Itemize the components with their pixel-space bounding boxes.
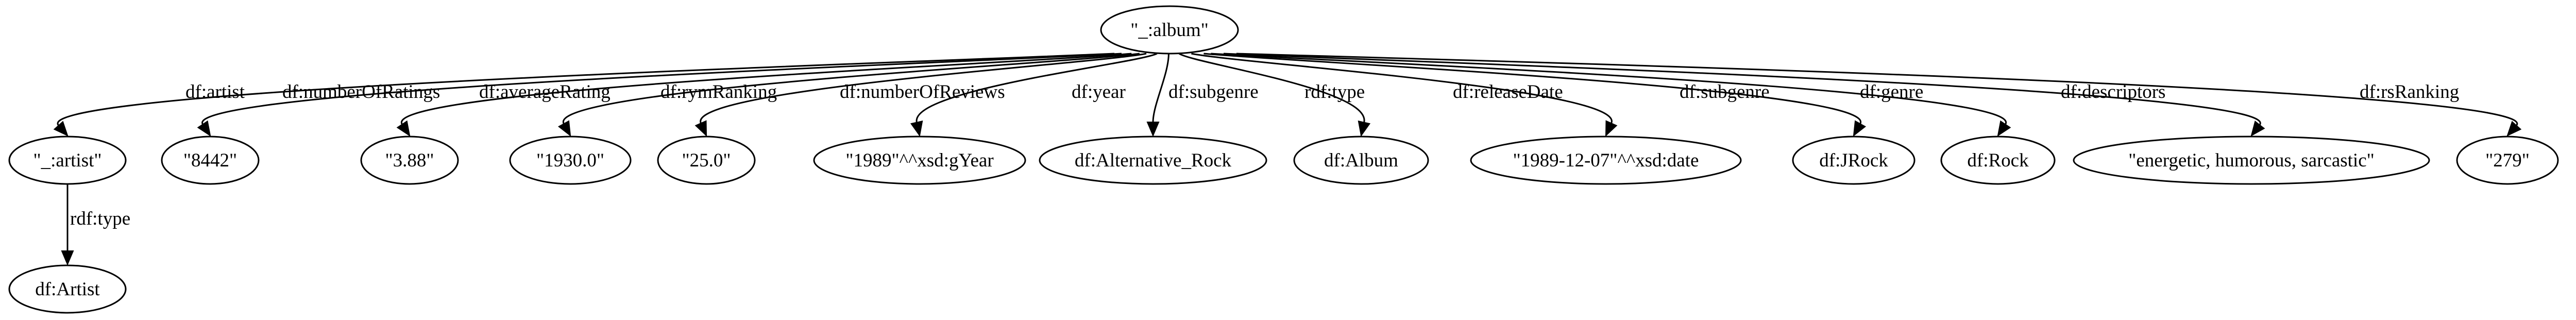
arrowhead [910,120,923,137]
node-altrock: df:Alternative_Rock [1039,136,1267,185]
node-ellipse [1940,136,2056,185]
edge-label: df:genre [1860,81,1923,103]
node-ellipse [509,136,632,185]
node-label: "1989"^^xsd:gYear [845,150,993,171]
edge-line [1211,53,2007,125]
edges-layer: df:artist df:numberOfRatings df:averageRat… [53,53,2522,266]
edge-label: df:year [1072,81,1126,103]
node-label: "25.0" [682,150,731,171]
arrowhead [2250,121,2265,137]
edge-label: rdf:type [70,208,130,229]
arrowhead [61,250,74,266]
node-label: "8442" [183,150,237,171]
node-label: "energetic, humorous, sarcastic" [2128,150,2374,171]
edge-album-altrock-6: df:subgenre [1146,53,1259,137]
edge-line [1204,53,1861,124]
edge-album-artist-0: df:artist [53,53,1115,137]
node-jrock: df:JRock [1792,136,1916,185]
node-label: "1930.0" [536,150,604,171]
node-label: df:Artist [35,279,100,300]
node-label: "_:artist" [33,150,102,171]
node-albumtype: df:Album [1293,136,1429,185]
edge-label: df:releaseDate [1453,81,1563,103]
node-label: df:JRock [1819,150,1888,171]
node-ellipse [1792,136,1916,185]
edge-label: df:numberOfRatings [282,81,440,103]
node-label: df:Alternative_Rock [1075,150,1232,171]
edge-album-avg-2: df:averageRating [396,53,1132,137]
edge-label: df:averageRating [479,81,611,103]
arrowhead [396,120,411,137]
node-ellipse [813,136,1026,185]
node-ellipse [1039,136,1267,185]
node-ellipse [2073,136,2430,185]
node-rock: df:Rock [1940,136,2056,185]
node-ellipse [1100,5,1239,55]
node-artist: "_:artist" [8,136,127,185]
edge-album-ratings-1: df:numberOfRatings [197,53,1122,137]
node-avg: "3.88" [360,136,459,185]
edge-album-year-5: df:year [910,53,1158,137]
node-date: "1989-12-07"^^xsd:date [1470,136,1742,185]
node-ellipse [360,136,459,185]
edge-album-albumtype-7: rdf:type [1178,53,1371,137]
edge-artist-artisttype-13: rdf:type [61,184,130,266]
edge-line [1178,53,1365,123]
node-artisttype: df:Artist [8,264,127,314]
arrowhead [557,120,571,137]
node-label: "3.88" [385,150,434,171]
node-year: "1989"^^xsd:gYear [813,136,1026,185]
edge-label: df:numberOfReviews [840,81,1005,103]
node-label: df:Album [1324,150,1398,171]
arrowhead [1997,120,2011,137]
edge-label: rdf:type [1304,81,1365,103]
node-rs: "279" [2456,136,2559,185]
edge-label: df:rsRanking [2360,81,2459,103]
node-ellipse [8,264,127,314]
arrowhead [197,120,211,137]
node-ellipse [2456,136,2559,185]
edge-line [700,53,1147,124]
node-album: "_:album" [1100,5,1239,55]
node-reviews: "25.0" [657,136,756,185]
node-ellipse [8,136,127,185]
arrowhead [1146,122,1160,137]
node-rym: "1930.0" [509,136,632,185]
node-label: "279" [2485,150,2530,171]
node-label: df:Rock [1967,150,2029,171]
node-ellipse [161,136,260,185]
edge-line [201,53,1122,125]
node-ratings: "8442" [161,136,260,185]
edge-line [1191,53,1613,124]
edge-label: df:artist [185,81,245,103]
edge-line [1223,53,2261,126]
edge-album-date-8: df:releaseDate [1191,53,1618,137]
node-desc: "energetic, humorous, sarcastic" [2073,136,2430,185]
edge-label: df:subgenre [1168,81,1259,103]
arrowhead [2506,121,2522,137]
arrowhead [1605,120,1618,137]
arrowhead [53,121,69,137]
edge-line [57,53,1115,126]
edge-album-rs-12: df:rsRanking [1236,53,2522,137]
nodes-layer: "_:album" "_:artist" "8442" "3.88" "1930.0" "… [8,5,2559,314]
edge-line [1236,53,2518,126]
arrowhead [1358,120,1371,137]
arrowhead [1853,120,1867,137]
node-label: "1989-12-07"^^xsd:date [1513,150,1699,171]
node-ellipse [1293,136,1429,185]
node-ellipse [1470,136,1742,185]
edge-line [563,53,1140,124]
node-label: "_:album" [1130,20,1208,41]
edge-line [1152,53,1170,123]
edge-line [401,53,1132,125]
node-ellipse [657,136,756,185]
edge-album-rock-10: df:genre [1211,53,2011,137]
arrowhead [694,120,707,137]
edge-album-reviews-4: df:numberOfReviews [694,53,1147,137]
edge-line [916,53,1158,123]
